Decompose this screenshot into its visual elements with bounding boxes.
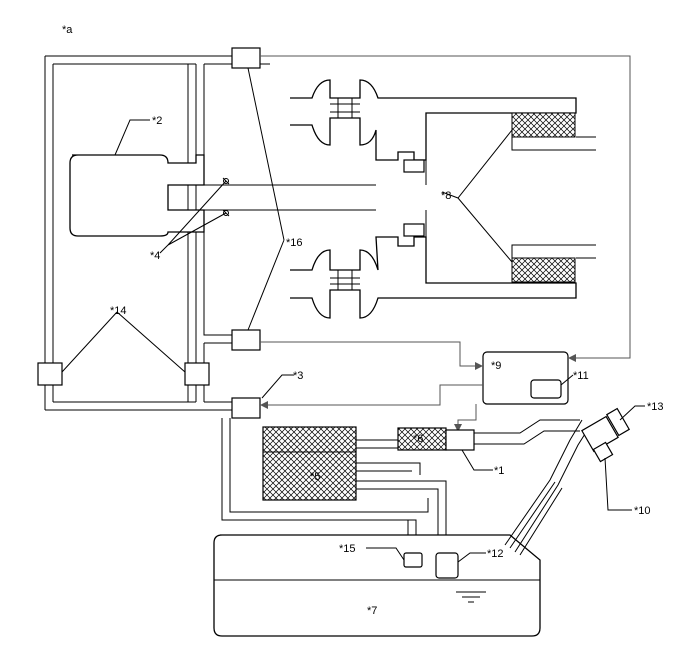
callout-2: *2: [152, 115, 162, 127]
callout-5: *5: [310, 471, 320, 483]
intake-assembly-upper: [290, 79, 596, 185]
callout-6: *6: [413, 433, 423, 445]
component-9: [482, 351, 569, 405]
callout-7: *7: [367, 605, 377, 617]
signal-wires: [260, 55, 631, 432]
vsv-lower: [231, 329, 261, 351]
callout-14: *14: [110, 305, 127, 317]
callout-10: *10: [634, 505, 651, 517]
callout-4: *4: [150, 250, 160, 262]
callout-12: *12: [487, 548, 504, 560]
component-5: [262, 426, 447, 553]
upper-intake-branch: [195, 63, 270, 163]
callout-9: *9: [491, 360, 501, 372]
figure-label: *a: [62, 24, 73, 36]
vsv-upper: [231, 47, 261, 69]
component-11: [530, 379, 562, 399]
component-3: [231, 397, 261, 419]
component-2: [69, 154, 376, 237]
component-14-left: [37, 362, 63, 386]
filler-neck: [504, 407, 631, 556]
intake-assembly-lower: [290, 210, 596, 319]
callout-11: *11: [573, 370, 589, 382]
leader-lines: [61, 67, 645, 563]
callout-3: *3: [293, 370, 303, 382]
callout-16: *16: [286, 237, 303, 249]
callout-15: *15: [339, 543, 356, 555]
component-14-right: [184, 362, 210, 386]
callout-1: *1: [494, 465, 504, 477]
component-7: [213, 534, 541, 637]
callout-13: *13: [647, 401, 664, 413]
component-1: [445, 419, 580, 451]
callout-8: *8: [441, 190, 451, 202]
